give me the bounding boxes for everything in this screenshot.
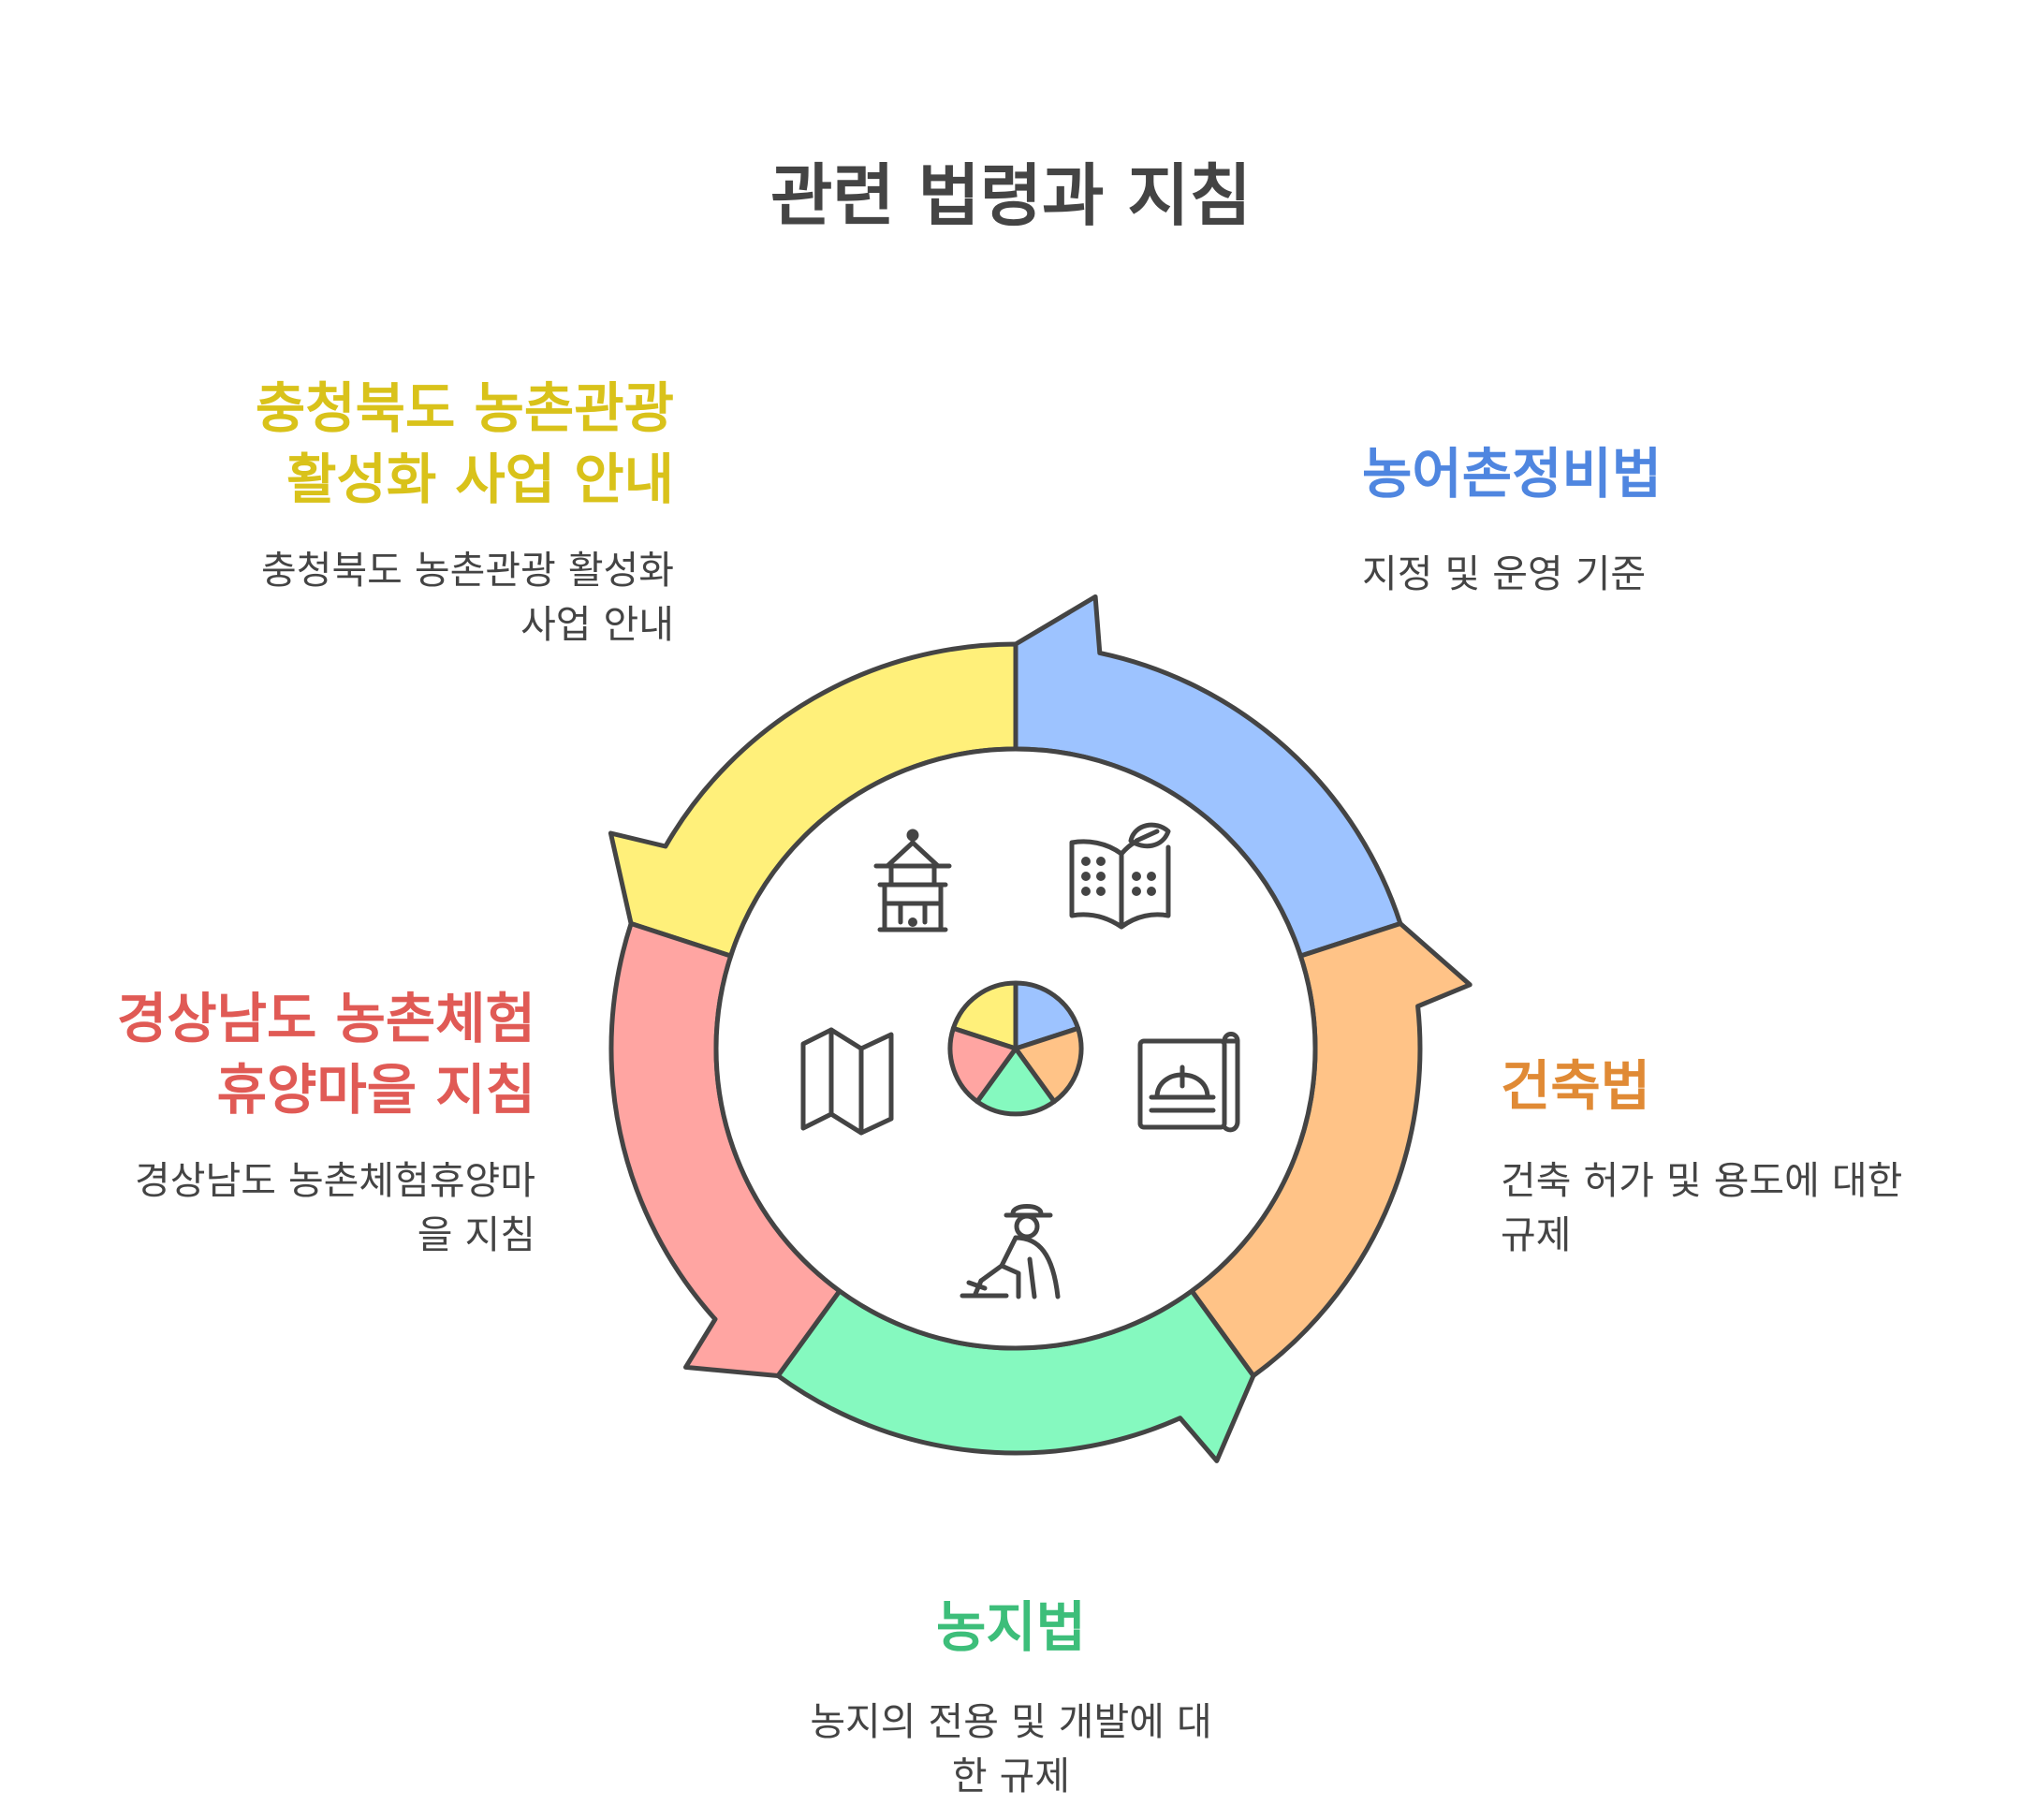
heading-chungbuk-rural-tourism: 충청북도 농촌관광 활성화 사업 안내	[255, 376, 674, 511]
center-pie-chart-icon	[947, 980, 1084, 1117]
desc-rural-fishing-village-act: 지정 및 운영 기준	[1362, 551, 1647, 596]
heading-gyeongnam-rural-village: 경상남도 농촌체험 휴양마을 지침	[116, 987, 535, 1122]
heading-rural-fishing-village-act: 농어촌정비법	[1362, 442, 1663, 506]
pavilion-icon	[873, 829, 952, 932]
open-book-leaf-icon	[1069, 822, 1171, 930]
desc-building-act: 건축 허가 및 용도에 대한 규제	[1501, 1158, 1903, 1257]
pie-slice-green	[974, 1046, 1057, 1117]
desc-gyeongnam-rural-village: 경상남도 농촌체험휴양마 을 지침	[135, 1158, 535, 1257]
heading-farmland-act: 농지법	[935, 1595, 1087, 1659]
heading-building-act: 건축법	[1501, 1054, 1651, 1118]
pie-slice-orange	[1013, 1025, 1084, 1105]
ring	[608, 594, 1473, 1463]
page-title: 관련 법령과 지침	[770, 156, 1252, 235]
farmer-icon	[960, 1204, 1061, 1299]
desc-chungbuk-rural-tourism: 충청북도 농촌관광 활성화 사업 안내	[261, 548, 674, 647]
blueprint-hardhat-icon	[1137, 1032, 1240, 1133]
folded-map-icon	[800, 1027, 894, 1136]
desc-farmland-act: 농지의 전용 및 개발에 대 한 규제	[810, 1699, 1212, 1798]
pie-slice-red	[947, 1025, 1018, 1105]
